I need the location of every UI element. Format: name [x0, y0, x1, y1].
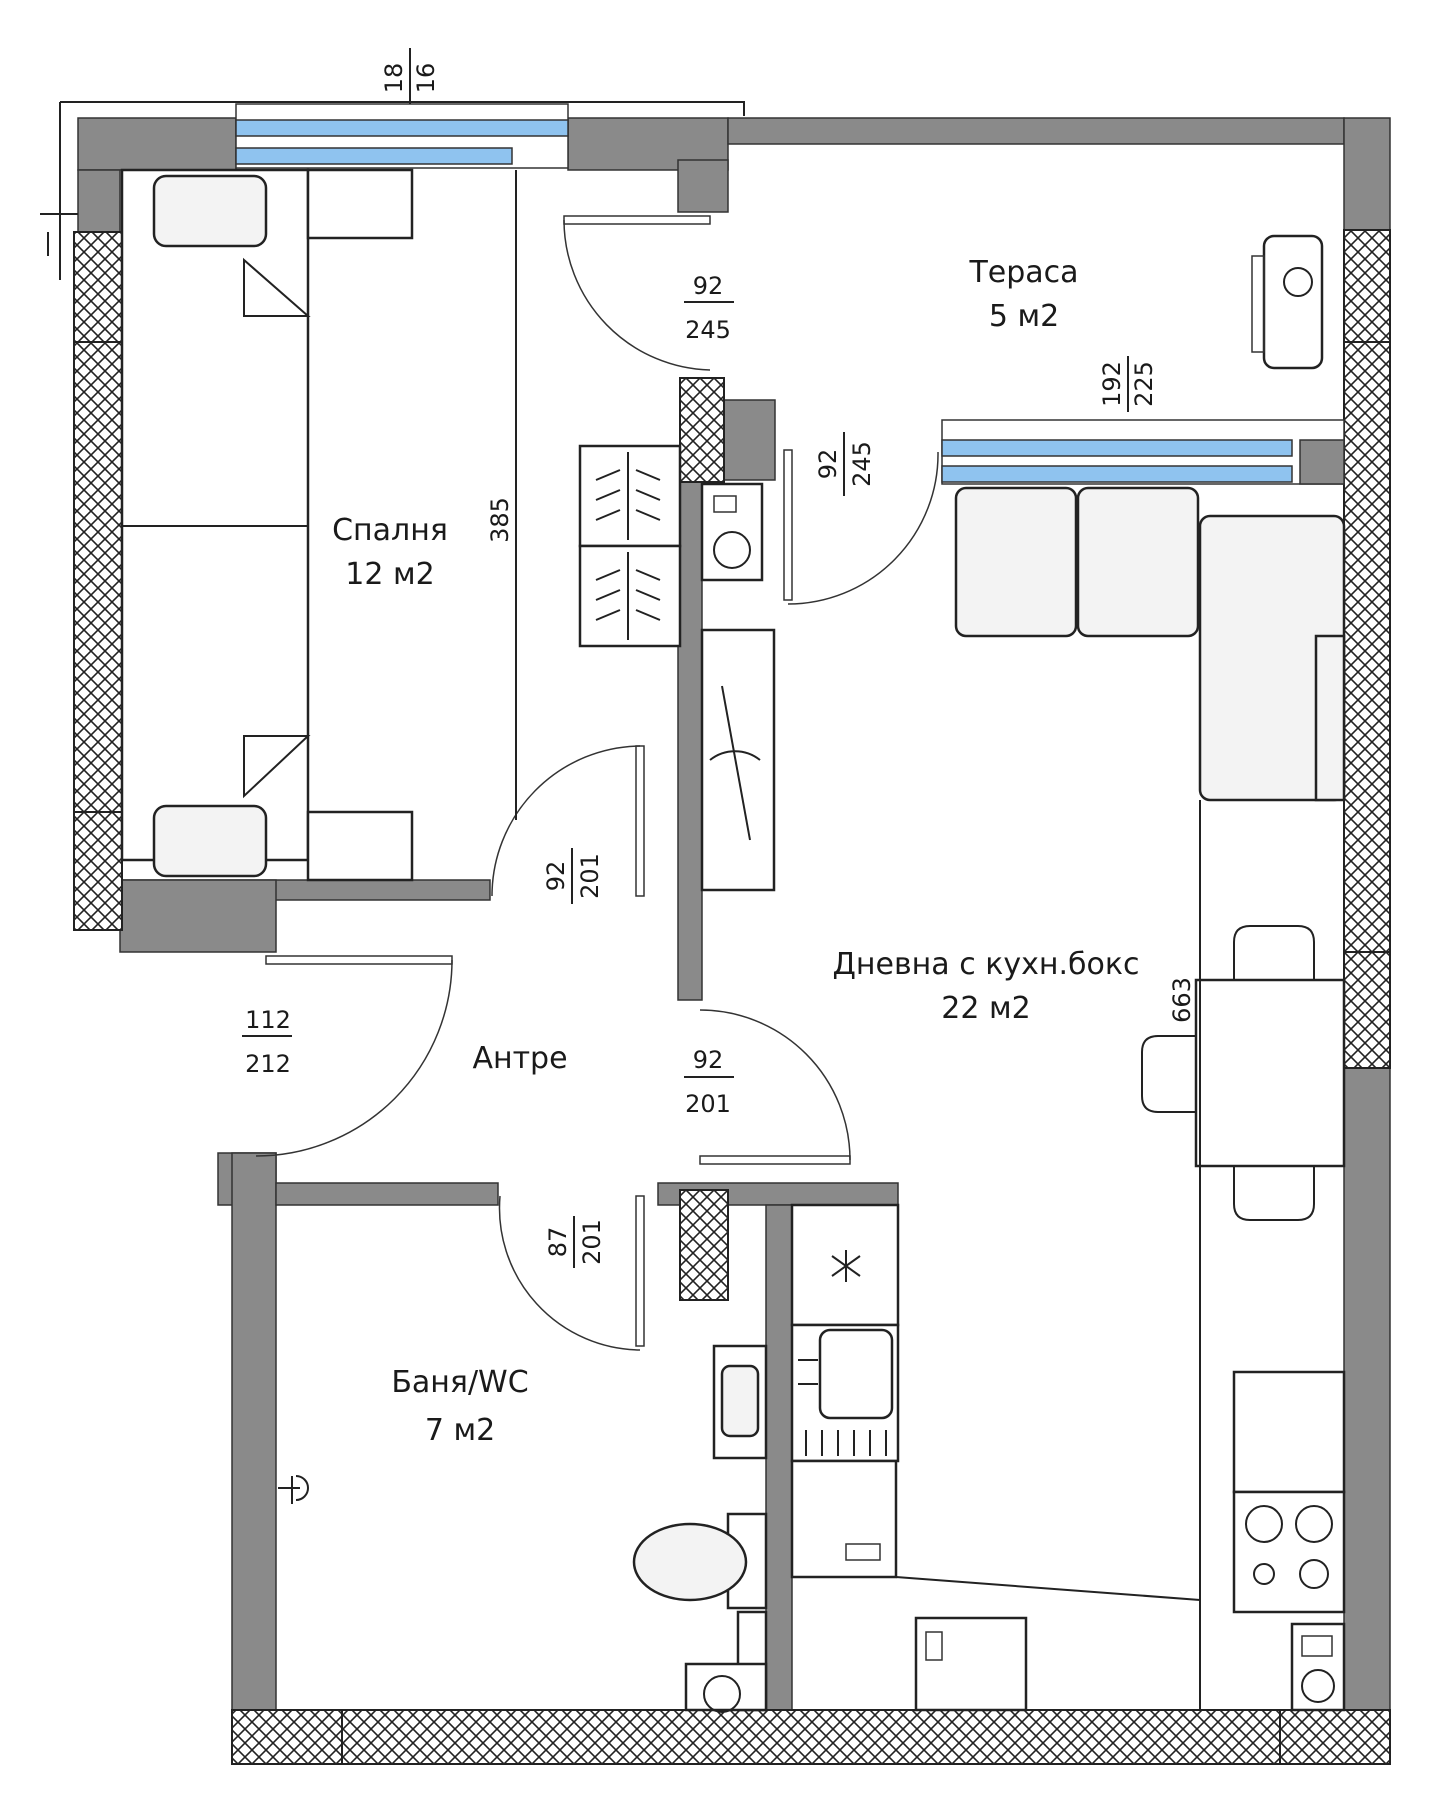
- bedroom-door-w: 92: [542, 861, 570, 892]
- living-door-w: 92: [693, 1046, 724, 1074]
- bedroom-area: 12 м2: [345, 557, 434, 592]
- fridge: [914, 1616, 1028, 1712]
- bedroom-window-w: 18: [380, 63, 408, 94]
- dining-table: [1141, 925, 1346, 1221]
- living-terrace-door-h: 245: [848, 441, 876, 487]
- living-area: 22 м2: [941, 991, 1030, 1026]
- radiator-terrace: [1251, 234, 1324, 370]
- bedroom-door-h: 201: [576, 853, 604, 899]
- living-window: [941, 419, 1345, 485]
- bathroom-door-h: 201: [578, 1219, 606, 1265]
- doors: [255, 215, 939, 1351]
- wardrobe-length: 385: [486, 497, 514, 543]
- bedroom-window: [235, 103, 569, 169]
- living-window-w: 192: [1098, 361, 1126, 407]
- sofa: [954, 486, 1346, 802]
- tv-unit: [700, 628, 776, 892]
- dimension-lines: [242, 48, 1129, 1268]
- insulation: [73, 229, 1391, 1765]
- bedroom-window-h: 16: [412, 63, 440, 94]
- living-door-h: 201: [685, 1090, 731, 1118]
- terrace-name: Тераса: [968, 255, 1078, 290]
- living-name: Дневна с кухн.бокс: [832, 947, 1139, 982]
- nightstands: [306, 168, 414, 882]
- shoe-rack: [578, 444, 682, 648]
- hall-name: Антре: [472, 1041, 567, 1076]
- exterior-walls: [77, 117, 1391, 1711]
- entrance-door-w: 112: [245, 1006, 291, 1034]
- dimension-labels: 18 16 92 245 192 225 92 245 385 92 201 1…: [245, 63, 1196, 1265]
- terrace-door-h: 245: [685, 316, 731, 344]
- room-labels: Спалня 12 м2 Тераса 5 м2 Дневна с кухн.б…: [332, 255, 1139, 1448]
- entrance-door-h: 212: [245, 1050, 291, 1078]
- terrace-outline: [40, 101, 745, 280]
- living-window-h: 225: [1130, 361, 1158, 407]
- bathroom-fixtures: [278, 1344, 768, 1713]
- washing-machine: [700, 482, 764, 582]
- bed: [120, 168, 311, 878]
- bathroom-name: Баня/WC: [391, 1365, 528, 1400]
- bedroom-name: Спалня: [332, 513, 448, 548]
- bathroom-door-w: 87: [544, 1227, 572, 1258]
- terrace-door-w: 92: [693, 272, 724, 300]
- living-terrace-door-w: 92: [814, 449, 842, 480]
- kitchen-counter: [1199, 800, 1346, 1712]
- kitchen-island: [790, 1203, 1201, 1601]
- living-length: 663: [1168, 977, 1196, 1023]
- bathroom-area: 7 м2: [425, 1413, 495, 1448]
- terrace-area: 5 м2: [989, 299, 1059, 334]
